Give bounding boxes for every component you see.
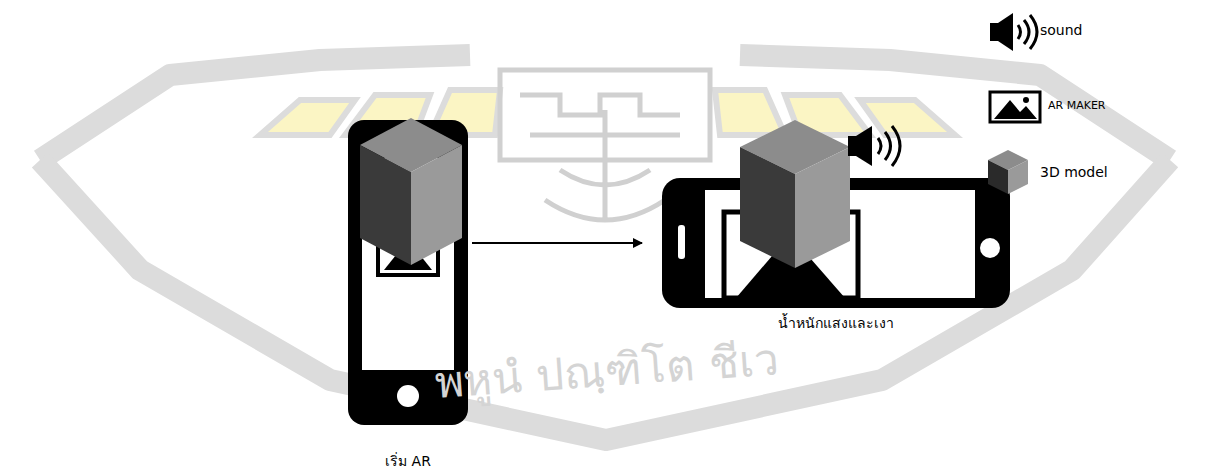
phone-caption: เริ่ม AR: [385, 450, 431, 469]
marker-icon: [990, 92, 1040, 122]
cube-3d: [360, 118, 462, 265]
legend-text: AR MAKER: [1048, 99, 1106, 112]
phone-node: น้ำหนักแสงและเงา: [662, 178, 1010, 308]
phone-node: เริ่ม AR: [348, 120, 468, 425]
sound-icon: [990, 13, 1037, 51]
cube-3d: [740, 120, 850, 268]
cube-icon: [988, 150, 1028, 194]
legend-text: sound: [1040, 22, 1083, 38]
phone-caption: น้ำหนักแสงและเงา: [778, 312, 894, 334]
legend-text: 3D model: [1040, 164, 1108, 180]
sound-icon: [848, 126, 900, 166]
flow-arrow: [472, 242, 642, 244]
